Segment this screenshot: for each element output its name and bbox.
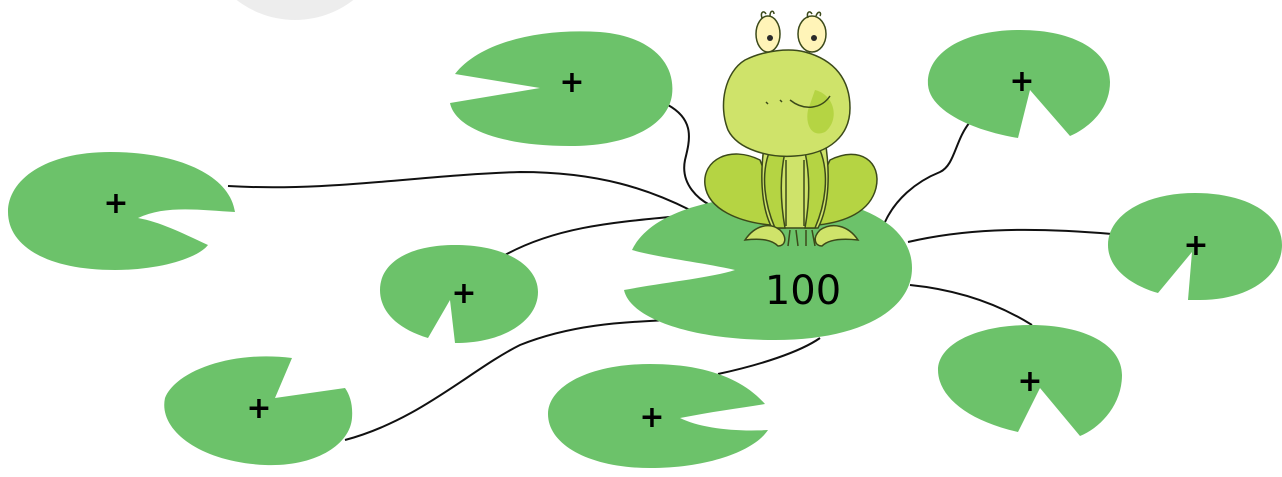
pad-bottom-left[interactable]: + <box>164 356 353 466</box>
connection-line <box>227 170 691 211</box>
connection-line <box>717 337 821 375</box>
frog-right-eye <box>797 15 827 53</box>
pad-bottom-center[interactable]: + <box>548 364 768 468</box>
decor-circle <box>236 0 354 20</box>
pad-label: + <box>559 65 584 100</box>
frog-left-foot <box>743 224 786 247</box>
frog-toes <box>787 229 816 247</box>
lily-pad <box>380 245 538 343</box>
pad-top-right[interactable]: + <box>927 30 1110 138</box>
frog-right-arm <box>804 149 827 229</box>
pad-right[interactable]: + <box>1108 193 1282 300</box>
frog-illustration <box>704 10 878 247</box>
pad-left[interactable]: + <box>8 152 235 270</box>
connection-line <box>504 214 691 256</box>
frog-right-foot <box>814 224 860 247</box>
connection-line <box>344 319 671 441</box>
frog-left-eye <box>755 15 781 53</box>
lily-pad <box>927 30 1110 138</box>
connection-lines <box>227 104 1113 441</box>
lily-pad <box>938 325 1122 436</box>
pad-bottom-right[interactable]: + <box>938 325 1122 436</box>
center-value: 100 <box>765 268 841 314</box>
frog-right-pupil <box>811 35 817 41</box>
pad-label: + <box>246 391 271 426</box>
frog-lashes <box>760 10 822 19</box>
frog-nostrils <box>765 99 783 105</box>
pad-label: + <box>1009 64 1034 99</box>
pad-label: + <box>639 400 664 435</box>
lily-pad <box>1108 193 1282 300</box>
frog-left-arm <box>763 149 786 229</box>
pad-label: + <box>1017 364 1042 399</box>
frog-mouth <box>789 95 831 108</box>
lily-pad <box>548 364 768 468</box>
frog-cheek <box>807 90 834 134</box>
connection-line <box>667 104 711 206</box>
frog-left-leg <box>704 153 776 226</box>
connection-line <box>884 121 971 223</box>
connection-line <box>909 284 1033 326</box>
connection-line <box>907 228 1113 243</box>
pad-label: + <box>1183 228 1208 263</box>
pad-top-left[interactable]: + <box>450 31 673 147</box>
pad-mid-left[interactable]: + <box>380 245 538 343</box>
lily-pad <box>450 31 673 147</box>
pad-label: + <box>451 276 476 311</box>
lily-pad <box>164 356 353 466</box>
lily-pad <box>8 152 235 270</box>
pad-label: + <box>103 186 128 221</box>
frog-left-pupil <box>767 35 773 41</box>
